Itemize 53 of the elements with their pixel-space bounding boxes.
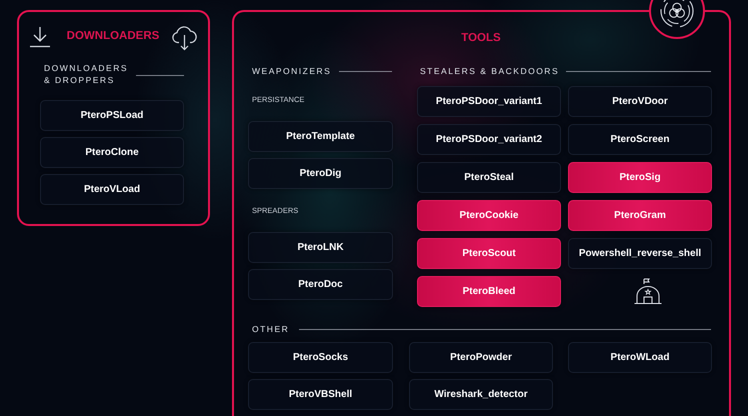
section-heading: WEAPONIZERS (252, 66, 332, 78)
tool-card (40, 174, 184, 205)
tool-name: Wireshark_detector (434, 389, 528, 400)
tool-card (40, 100, 184, 131)
tool-card (568, 342, 712, 373)
tool-card (248, 158, 393, 189)
tool-card (248, 232, 393, 263)
tool-name: PteroSocks (292, 352, 348, 363)
tool-name: PteroDig (300, 168, 342, 179)
tool-card (40, 137, 184, 168)
tool-card (248, 269, 393, 300)
tool-name: PteroSteal (464, 172, 514, 183)
category-panel (17, 10, 210, 226)
tool-name: PteroScout (462, 248, 516, 259)
tool-name: PteroVDoor (612, 96, 668, 107)
tool-name: PteroPSDoor_variant1 (436, 96, 542, 107)
panel-title: DOWNLOADERS (66, 30, 160, 42)
tool-card (568, 86, 712, 117)
tool-card (568, 124, 712, 155)
highlighted-tool-card (568, 200, 712, 231)
tool-card (568, 238, 712, 269)
tool-card (417, 86, 561, 117)
section-heading: OTHER (252, 324, 290, 336)
tool-name: PteroVLoad (84, 184, 140, 195)
tool-card (409, 342, 553, 373)
highlighted-tool-card (417, 238, 561, 269)
tool-name: PteroScreen (610, 134, 670, 145)
tool-name: PteroLNK (297, 242, 344, 253)
section-heading: DOWNLOADERS & DROPPERS (44, 63, 130, 87)
tool-name: PteroPowder (450, 352, 512, 363)
tool-card (409, 379, 553, 410)
tool-name: PteroBleed (462, 286, 516, 297)
tool-name: PteroClone (85, 147, 139, 158)
tool-name: PteroGram (614, 210, 666, 221)
tool-card (417, 124, 561, 155)
tool-name: Powershell_reverse_shell (578, 248, 702, 259)
tool-card (248, 342, 393, 373)
tool-card (417, 162, 561, 193)
tool-name: PteroPSLoad (80, 110, 144, 121)
tool-name: PteroWLoad (610, 352, 670, 363)
tool-card (248, 121, 393, 152)
tool-name: PteroDoc (298, 279, 343, 290)
tool-name: PteroPSDoor_variant2 (436, 134, 542, 145)
tool-card (248, 379, 393, 410)
panel-title: TOOLS (461, 32, 501, 44)
section-heading: STEALERS & BACKDOORS (420, 66, 560, 78)
highlighted-tool-card (417, 276, 561, 307)
highlighted-tool-card (417, 200, 561, 231)
tool-name: PteroSig (619, 172, 661, 183)
tool-name: PteroVBShell (288, 389, 352, 400)
tool-name: PteroTemplate (286, 131, 355, 142)
highlighted-tool-card (568, 162, 712, 193)
tool-name: PteroCookie (460, 210, 518, 221)
